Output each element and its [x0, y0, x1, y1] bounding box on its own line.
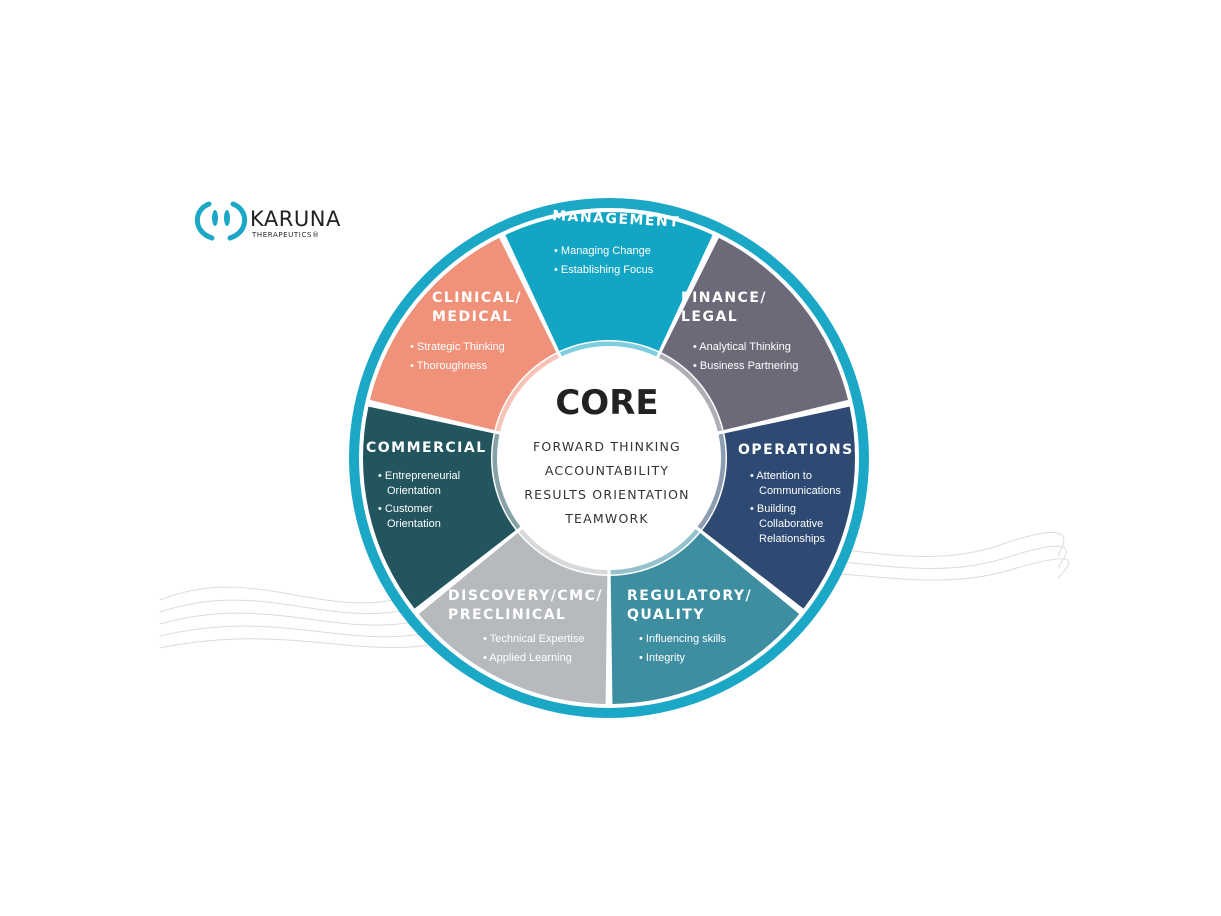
segment-title-finance-legal: FINANCE/ — [681, 290, 767, 306]
core-title: CORE — [555, 383, 658, 423]
segment-commercial — [363, 406, 516, 609]
segments-layer — [363, 212, 855, 704]
segment-bullet-management: • Managing Change — [554, 245, 651, 257]
segment-title-commercial: COMMERCIAL — [366, 440, 487, 456]
karuna-logo: KARUNA THERAPEUTICS® — [194, 201, 341, 241]
segment-finance-legal — [661, 237, 849, 431]
segment-title-regulatory-quality: QUALITY — [627, 607, 705, 623]
core-circle — [497, 346, 721, 570]
segment-discovery-cmc-preclinical — [418, 532, 608, 704]
inner-arcs — [492, 341, 726, 575]
inner-arc-management — [559, 341, 659, 357]
segment-title-management: MANAGEMENT — [552, 208, 681, 231]
inner-arc-commercial — [492, 433, 521, 530]
segment-bullet-finance-legal: • Analytical Thinking — [693, 341, 791, 353]
segment-bullet-commercial: Orientation — [387, 518, 441, 530]
segment-bullet-regulatory-quality: • Integrity — [639, 652, 686, 664]
logo-name: KARUNA — [250, 207, 341, 231]
segment-bullet-commercial: Orientation — [387, 485, 441, 497]
inner-arc-regulatory-quality — [610, 528, 700, 575]
core-item-2: ACCOUNTABILITY — [545, 463, 669, 478]
segment-bullet-discovery-cmc-preclinical: • Applied Learning — [483, 652, 572, 664]
segment-text-layer: MANAGEMENT • Managing Change • Establishin… — [366, 208, 854, 664]
segment-clinical-medical — [369, 237, 557, 431]
segment-title-clinical-medical: MEDICAL — [432, 309, 513, 325]
segment-bullet-operations: Collaborative — [759, 518, 823, 530]
segment-bullet-finance-legal: • Business Partnering — [693, 360, 798, 372]
segment-bullet-discovery-cmc-preclinical: • Technical Expertise — [483, 633, 584, 645]
segment-management — [505, 212, 713, 351]
segment-bullet-operations: • Building — [750, 503, 796, 515]
karuna-mark-inner-icon — [212, 210, 230, 226]
core-item-1: FORWARD THINKING — [533, 439, 681, 454]
segment-bullet-commercial: • Entrepreneurial — [378, 470, 460, 482]
core-item-3: RESULTS ORIENTATION — [524, 487, 689, 502]
segment-bullet-clinical-medical: • Strategic Thinking — [410, 341, 505, 353]
segment-title-regulatory-quality: REGULATORY/ — [627, 588, 752, 604]
segment-title-clinical-medical: CLINICAL/ — [432, 290, 522, 306]
segment-bullet-regulatory-quality: • Influencing skills — [639, 633, 727, 645]
inner-arc-finance-legal — [658, 353, 723, 432]
logo-subtitle: THERAPEUTICS® — [251, 231, 320, 239]
segment-title-discovery-cmc-preclinical: DISCOVERY/CMC/ — [448, 588, 603, 604]
segment-bullet-commercial: • Customer — [378, 503, 433, 515]
segment-title-finance-legal: LEGAL — [681, 309, 738, 325]
inner-arc-clinical-medical — [495, 353, 560, 432]
segment-bullet-operations: Communications — [759, 485, 841, 497]
segment-title-discovery-cmc-preclinical: PRECLINICAL — [448, 607, 566, 623]
core-item-4: TEAMWORK — [564, 511, 649, 526]
karuna-mark-icon — [194, 201, 248, 241]
segment-bullet-clinical-medical: • Thoroughness — [410, 360, 488, 372]
segment-bullet-operations: Relationships — [759, 533, 826, 545]
segment-title-operations: OPERATIONS — [738, 442, 854, 458]
segment-regulatory-quality — [610, 532, 800, 704]
segment-operations — [702, 406, 855, 609]
inner-arc-discovery-cmc-preclinical — [518, 528, 608, 575]
inner-arc-operations — [697, 433, 726, 530]
segment-bullet-operations: • Attention to — [750, 470, 812, 482]
segment-bullet-management: • Establishing Focus — [554, 264, 654, 276]
